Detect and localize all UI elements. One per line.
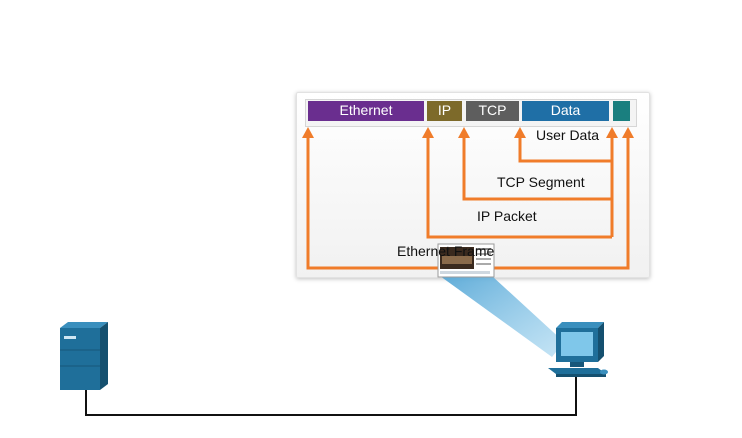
label-ethernet-frame: Ethernet Frame xyxy=(397,243,495,259)
arrowhead-tcp xyxy=(458,127,470,138)
arrow-user-data xyxy=(518,136,612,163)
arrow-ip-packet xyxy=(426,136,612,239)
pc-icon[interactable] xyxy=(548,322,608,377)
segment-ethernet: Ethernet xyxy=(308,101,424,121)
arrowhead-ethernet xyxy=(302,127,314,138)
arrowhead-trailer xyxy=(622,127,634,138)
server-icon[interactable] xyxy=(60,322,108,390)
segment-data: Data xyxy=(522,101,609,121)
arrowhead-data-end xyxy=(606,127,618,138)
label-ip-packet: IP Packet xyxy=(477,208,537,224)
segment-trailer xyxy=(613,101,630,121)
view-beam xyxy=(440,276,564,357)
segment-tcp: TCP xyxy=(466,101,519,121)
browser-preview xyxy=(437,243,495,278)
arrow-tcp-segment xyxy=(462,136,612,201)
segment-ip: IP xyxy=(427,101,462,121)
label-user-data: User Data xyxy=(536,127,600,143)
network-cable xyxy=(85,374,577,416)
arrowhead-ip xyxy=(422,127,434,138)
arrowhead-user-data xyxy=(514,127,526,138)
label-tcp-segment: TCP Segment xyxy=(497,174,585,190)
